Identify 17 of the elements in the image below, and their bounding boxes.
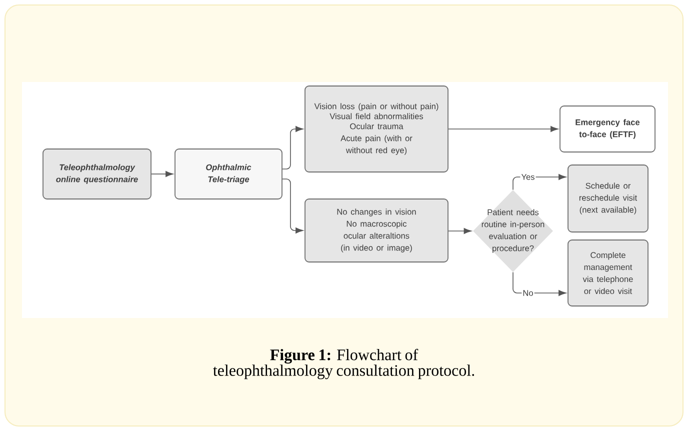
process-box: No changes in vision No macroscopic ocular alteraltions (in video or image) [304,198,448,262]
arrow [448,228,472,234]
outcome-box: Emergency face to-face (EFTF) [560,106,656,152]
outcome-box: Complete management via telephone or video visit [568,240,648,306]
arrow [282,126,304,170]
edge-label: Yes [520,173,536,181]
arrow [512,174,566,190]
process-box: Teleophthalmology online questionnaire [42,148,152,200]
arrow [512,272,566,296]
arrow [282,178,304,234]
figure-caption: Figure 1: Flowchart of teleophthalmology consultation protocol. [213,348,474,380]
outcome-box: Schedule or reschedule visit (next available) [568,164,648,232]
edge-label: No [522,289,534,297]
arrow [448,126,558,132]
process-box: Vision loss (pain or without pain) Visual field abnormalities Ocular trauma Acute pain (with or without red eye) [304,86,448,172]
process-box: Ophthalmic Tele-triage [174,148,282,200]
arrow [151,171,174,177]
